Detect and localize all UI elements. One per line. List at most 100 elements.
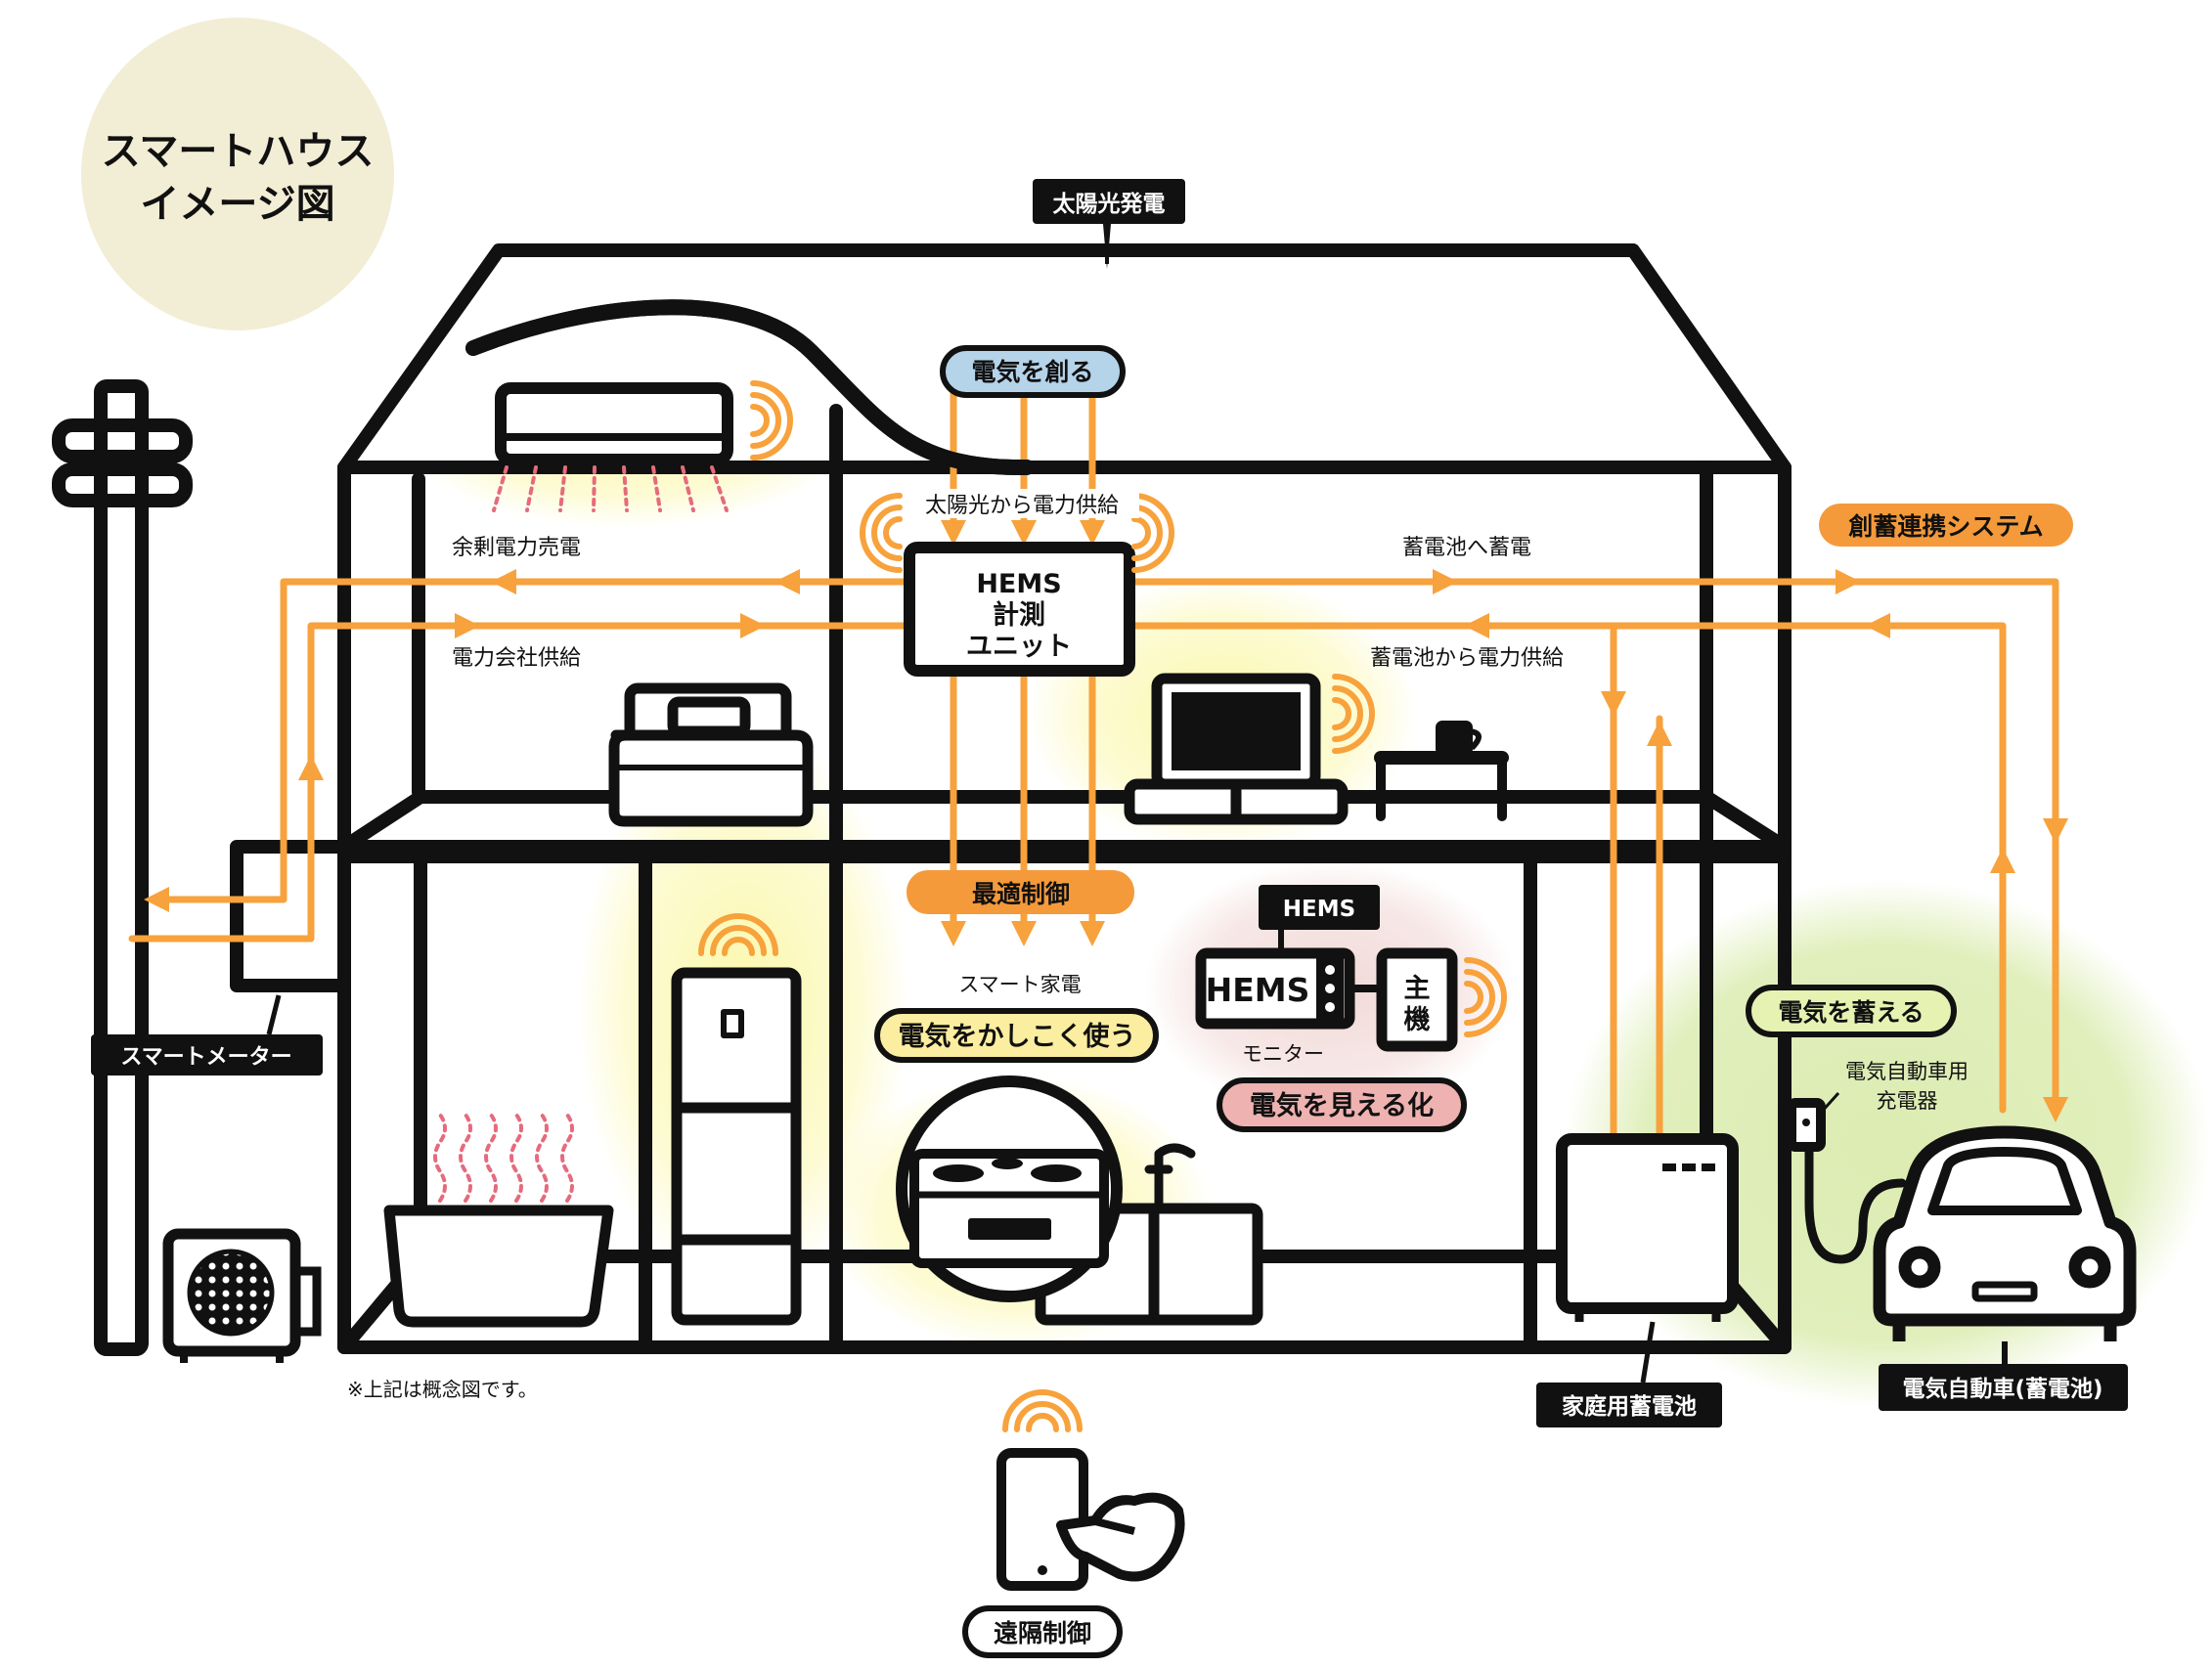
airflow-line — [592, 465, 597, 512]
hand-icon — [1056, 1492, 1185, 1582]
badge-smart-meter — [91, 994, 323, 1075]
ev-charger-icon — [1787, 1098, 1907, 1264]
airflow-line — [558, 465, 567, 512]
hems-monitor-screen: HEMS — [1206, 971, 1310, 1009]
label-charger-2: 充電器 — [1877, 1089, 1938, 1113]
flow-arrow-right — [1433, 569, 1458, 594]
outdoor-unit-icon — [162, 1228, 322, 1363]
label-hems-tag: HEMS — [1283, 897, 1355, 922]
label-ev: 電気自動車(蓄電池) — [1902, 1376, 2102, 1402]
badge-hems-tag — [1259, 885, 1380, 953]
bed-icon — [608, 682, 814, 827]
title-line1: スマートハウス — [102, 129, 375, 174]
title-line2: イメージ図 — [140, 182, 334, 227]
airflow-line — [681, 465, 695, 512]
flow-arrow-left — [774, 569, 800, 594]
flow-arrow-right — [1836, 569, 1861, 594]
badge-visualize — [1217, 1077, 1467, 1132]
airflow-line — [710, 465, 729, 512]
label-monitor: モニター — [1242, 1042, 1324, 1066]
badge-ev — [1879, 1341, 2128, 1411]
air-conditioner-airflow — [492, 465, 729, 512]
flow-arrow-left — [1865, 613, 1890, 638]
label-remote: 遠隔制御 — [994, 1619, 1091, 1647]
steam-line — [484, 1113, 498, 1203]
table-icon — [1374, 751, 1509, 821]
badge-store — [1746, 985, 1957, 1037]
title-circle — [81, 18, 394, 330]
wifi-arc — [1332, 685, 1363, 742]
flow-arrow-down — [941, 520, 966, 546]
plain-labels: 太陽光から電力供給 余剰電力売電 電力会社供給 蓄電池へ蓄電 蓄電池から電力供給… — [347, 489, 1969, 1401]
wifi-arc — [871, 505, 903, 561]
label-visualize: 電気を見える化 — [1250, 1090, 1434, 1121]
wifi-arc — [1464, 957, 1507, 1037]
wifi-arc — [698, 913, 778, 956]
steam-line — [433, 1113, 447, 1203]
steam-line — [509, 1113, 523, 1203]
cup-icon — [1436, 721, 1482, 756]
label-create: 電気を創る — [971, 358, 1093, 386]
home-battery-icon — [1556, 1133, 1739, 1322]
wifi-icon — [698, 380, 1507, 1432]
flow-arrow-left — [144, 887, 169, 912]
main-unit-line1: 主 — [1404, 974, 1431, 1004]
wifi-arc — [883, 516, 903, 549]
steam-line — [535, 1113, 549, 1203]
badge-smart-use — [874, 1008, 1159, 1063]
flow-arrow-right — [455, 613, 480, 638]
badge-linkage — [1819, 504, 2073, 547]
airflow-line — [622, 465, 629, 512]
flow-arrow-down — [941, 921, 966, 946]
airflow-line — [525, 465, 538, 512]
label-to-battery: 蓄電池へ蓄電 — [1402, 536, 1531, 560]
wifi-arc — [1464, 981, 1483, 1014]
badge-optimal — [907, 870, 1134, 914]
television-icon — [1124, 673, 1349, 825]
wifi-arc — [1026, 1413, 1059, 1432]
label-grid-supply: 電力会社供給 — [452, 646, 581, 671]
hems-unit-line1: HEMS — [976, 569, 1061, 599]
electric-car-icon — [1873, 1125, 2137, 1341]
refrigerator-icon — [671, 967, 802, 1326]
label-charger-1: 電気自動車用 — [1845, 1060, 1969, 1083]
stove-icon — [896, 1075, 1123, 1302]
wifi-arc — [1131, 516, 1151, 549]
hems-unit-line2: 計測 — [993, 599, 1045, 631]
badge-remote — [962, 1605, 1123, 1658]
wifi-arc — [1131, 493, 1174, 573]
wifi-arc — [750, 404, 770, 437]
label-solar-supply: 太陽光から電力供給 — [925, 494, 1119, 518]
airflow-line — [651, 465, 662, 512]
label-optimal: 最適制御 — [972, 880, 1070, 908]
label-smart-meter: スマートメーター — [120, 1045, 291, 1070]
flow-arrow-down — [2043, 818, 2068, 844]
label-home-battery: 家庭用蓄電池 — [1562, 1393, 1697, 1420]
flow-arrow-down — [1601, 691, 1626, 717]
flow-arrowheads — [144, 520, 2068, 1122]
utility-pole-icon — [52, 379, 193, 1356]
label-smart-appliance: スマート家電 — [958, 973, 1081, 996]
wifi-arc — [860, 493, 903, 573]
flow-arrow-up — [1647, 721, 1672, 746]
label-linkage: 創蓄連携システム — [1848, 512, 2043, 541]
badge-home-battery — [1536, 1321, 1722, 1427]
faucet-icon — [1144, 1143, 1196, 1209]
hems-unit-box — [904, 542, 1135, 677]
bathtub-steam — [433, 1113, 574, 1203]
label-from-battery: 蓄電池から電力供給 — [1370, 646, 1564, 671]
wifi-arc — [750, 380, 793, 461]
flow-arrow-down — [1080, 921, 1105, 946]
label-note: ※上記は概念図です。 — [347, 1378, 538, 1401]
main-unit-line2: 機 — [1404, 1005, 1431, 1035]
flow-arrow-left — [491, 569, 516, 594]
wifi-arc — [710, 925, 767, 956]
label-smart-use: 電気をかしこく使う — [899, 1021, 1136, 1052]
wifi-arc — [1002, 1389, 1083, 1432]
flow-arrow-down — [2043, 1097, 2068, 1122]
badge-solar — [1033, 179, 1185, 269]
flow-arrow-down — [1011, 921, 1037, 946]
label-solar: 太陽光発電 — [1053, 192, 1166, 217]
flow-arrow-up — [298, 755, 324, 780]
